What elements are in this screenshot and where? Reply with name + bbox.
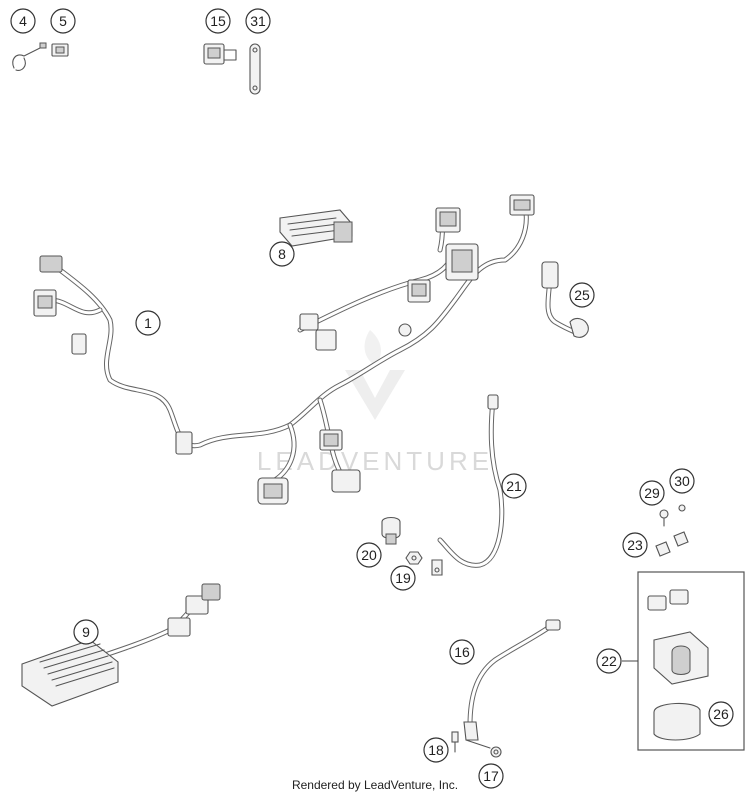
callout-5: 5 bbox=[50, 8, 76, 34]
part-29-screw[interactable] bbox=[659, 509, 669, 527]
svg-text:1: 1 bbox=[144, 315, 152, 331]
part-23-clips[interactable] bbox=[655, 531, 689, 557]
callout-1: 1 bbox=[135, 310, 161, 336]
svg-text:16: 16 bbox=[454, 644, 470, 660]
part-31-strap[interactable] bbox=[249, 43, 261, 95]
callout-31: 31 bbox=[245, 8, 271, 34]
watermark-logo bbox=[345, 330, 405, 420]
callout-26: 26 bbox=[708, 701, 734, 727]
svg-text:25: 25 bbox=[574, 287, 590, 303]
svg-text:8: 8 bbox=[278, 246, 286, 262]
part-1-wiring-harness[interactable] bbox=[33, 194, 535, 505]
svg-text:19: 19 bbox=[395, 570, 411, 586]
callout-9: 9 bbox=[73, 619, 99, 645]
callout-21: 21 bbox=[501, 473, 527, 499]
callout-4: 4 bbox=[10, 8, 36, 34]
part-18-bolt[interactable] bbox=[451, 731, 459, 753]
svg-text:9: 9 bbox=[82, 624, 90, 640]
part-21-cable[interactable] bbox=[431, 394, 505, 576]
callout-16: 16 bbox=[449, 639, 475, 665]
part-4-cable-tie[interactable] bbox=[12, 42, 47, 71]
svg-text:31: 31 bbox=[250, 13, 266, 29]
svg-text:18: 18 bbox=[428, 742, 444, 758]
part-22-relay-kit-box[interactable] bbox=[622, 571, 745, 751]
svg-text:17: 17 bbox=[483, 768, 499, 784]
callout-23: 23 bbox=[622, 532, 648, 558]
callout-20: 20 bbox=[356, 542, 382, 568]
svg-text:30: 30 bbox=[674, 473, 690, 489]
part-16-ground-cable[interactable] bbox=[463, 619, 561, 749]
svg-text:4: 4 bbox=[19, 13, 27, 29]
callout-19: 19 bbox=[390, 565, 416, 591]
part-17-washer[interactable] bbox=[490, 746, 502, 758]
part-19-nut[interactable] bbox=[405, 551, 423, 565]
relay-cover-small bbox=[647, 589, 689, 611]
part-5-connector[interactable] bbox=[51, 43, 69, 57]
callout-25: 25 bbox=[569, 282, 595, 308]
relay-body bbox=[653, 631, 709, 685]
svg-text:29: 29 bbox=[644, 485, 660, 501]
svg-text:22: 22 bbox=[601, 653, 617, 669]
svg-text:26: 26 bbox=[713, 706, 729, 722]
part-20-sensor[interactable] bbox=[381, 516, 401, 545]
part-26-relay-cover[interactable] bbox=[653, 702, 701, 741]
callout-17: 17 bbox=[478, 763, 504, 789]
callout-15: 15 bbox=[205, 8, 231, 34]
svg-text:15: 15 bbox=[210, 13, 226, 29]
part-9-regulator[interactable] bbox=[21, 583, 221, 707]
part-15-connector[interactable] bbox=[203, 43, 237, 65]
part-25-cable-cap[interactable] bbox=[541, 261, 589, 338]
part-30-nut[interactable] bbox=[678, 504, 686, 512]
part-8-control-unit[interactable] bbox=[279, 209, 353, 247]
callout-18: 18 bbox=[423, 737, 449, 763]
svg-text:20: 20 bbox=[361, 547, 377, 563]
callout-8: 8 bbox=[269, 241, 295, 267]
callout-22: 22 bbox=[596, 648, 622, 674]
svg-text:23: 23 bbox=[627, 537, 643, 553]
svg-text:21: 21 bbox=[506, 478, 522, 494]
footer-credit: Rendered by LeadVenture, Inc. bbox=[291, 778, 459, 792]
callout-29: 29 bbox=[639, 480, 665, 506]
svg-text:5: 5 bbox=[59, 13, 67, 29]
callout-30: 30 bbox=[669, 468, 695, 494]
